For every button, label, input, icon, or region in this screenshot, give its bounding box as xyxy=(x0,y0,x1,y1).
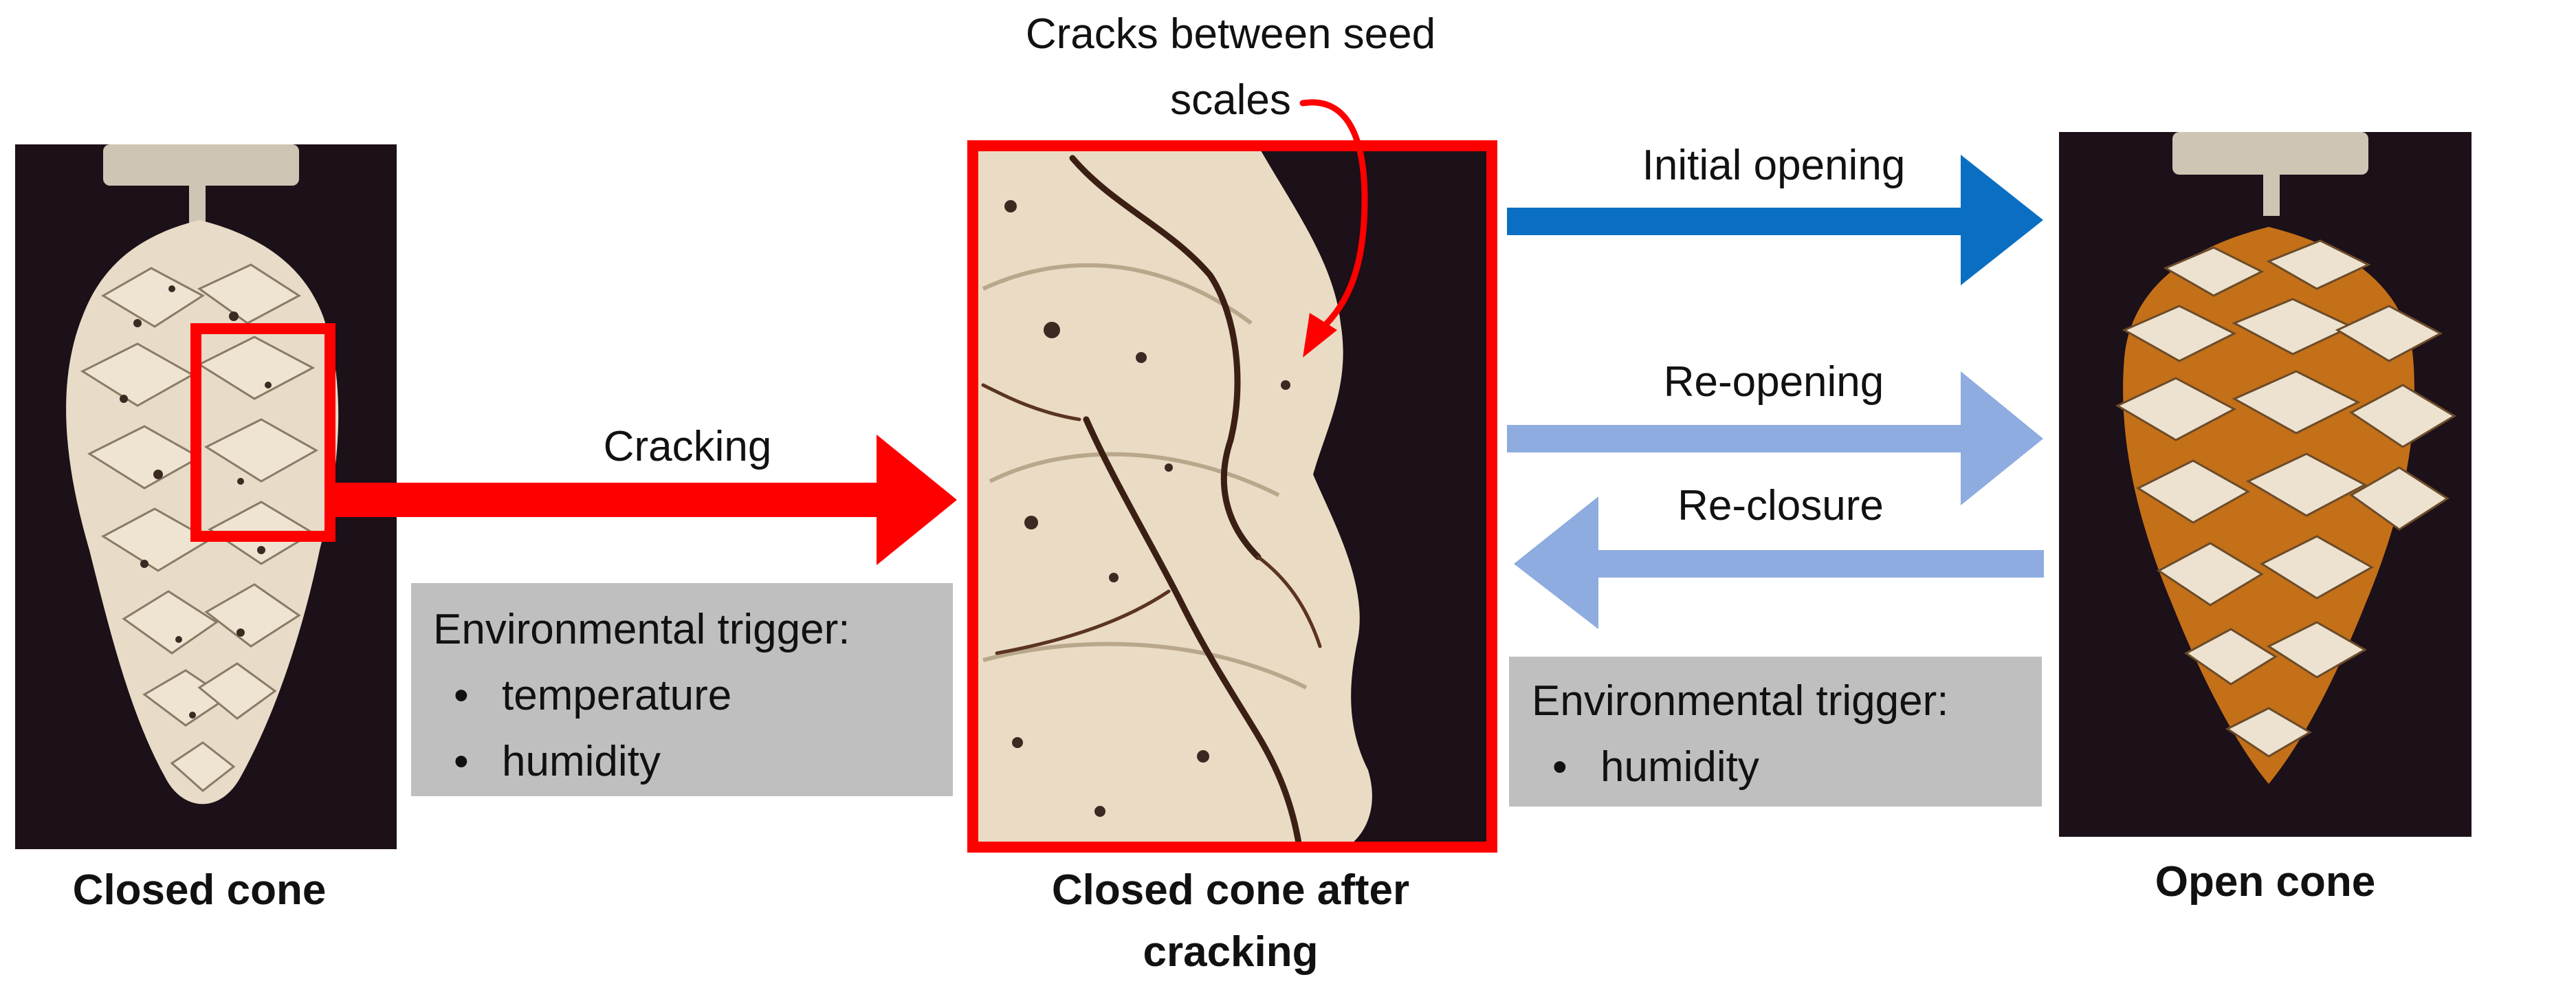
left-trigger-item-text: temperature xyxy=(502,672,732,719)
zoom-speckles xyxy=(1004,200,1290,817)
left-trigger-box-background xyxy=(411,583,953,796)
cracking-arrow-label: Cracking xyxy=(603,423,772,470)
re-closure-arrow xyxy=(1514,496,2044,629)
closed-cone-caption: Closed cone xyxy=(72,866,327,914)
cracked-cone-zoom-photo xyxy=(973,146,1492,847)
zoom-scale-outlines xyxy=(982,263,1308,690)
left-trigger-title: Environmental trigger: xyxy=(433,606,850,653)
bullet-icon: • xyxy=(454,738,469,785)
cracked-cone-caption-line2: cracking xyxy=(1143,928,1319,976)
right-trigger-item: • humidity xyxy=(1532,734,2034,800)
re-closure-arrow-label: Re-closure xyxy=(1677,482,1884,529)
right-trigger-box-background xyxy=(1509,657,2042,807)
cracks-annotation-line1: Cracks between seed xyxy=(1025,10,1436,58)
zoom-cracks xyxy=(981,155,1322,847)
cracked-cone-caption: Closed cone after cracking xyxy=(990,859,1471,983)
left-trigger-item: • temperature xyxy=(433,663,942,729)
right-trigger-box: Environmental trigger: • humidity xyxy=(1532,668,2034,800)
initial-opening-arrow xyxy=(1507,155,2043,285)
cracks-annotation-line2: scales xyxy=(1170,76,1291,124)
initial-opening-arrow-label: Initial opening xyxy=(1642,142,1906,189)
cracks-annotation: Cracks between seed scales xyxy=(990,1,1471,133)
bullet-icon: • xyxy=(454,672,469,719)
left-trigger-box: Environmental trigger: • temperature • h… xyxy=(433,597,942,795)
open-cone-scales xyxy=(2115,239,2456,758)
closed-cone-speckles xyxy=(120,285,272,719)
cracked-cone-zoom-frame xyxy=(967,140,1497,853)
bullet-icon: • xyxy=(1552,743,1567,791)
cracked-cone-caption-line1: Closed cone after xyxy=(1051,866,1410,914)
open-cone-photo xyxy=(2059,132,2472,837)
right-trigger-item-text: humidity xyxy=(1600,743,1759,791)
left-trigger-item: • humidity xyxy=(433,729,942,795)
cracks-pointer-arrow xyxy=(1299,99,1368,358)
closed-cone-crack-region-highlight xyxy=(190,323,335,542)
closed-cone-scales xyxy=(80,263,319,792)
re-opening-arrow-label: Re-opening xyxy=(1663,358,1884,406)
right-trigger-title: Environmental trigger: xyxy=(1532,677,1949,725)
open-cone-caption: Open cone xyxy=(2155,858,2376,906)
left-trigger-item-text: humidity xyxy=(502,738,661,785)
re-opening-arrow xyxy=(1507,371,2043,505)
cracking-arrow xyxy=(329,435,957,565)
